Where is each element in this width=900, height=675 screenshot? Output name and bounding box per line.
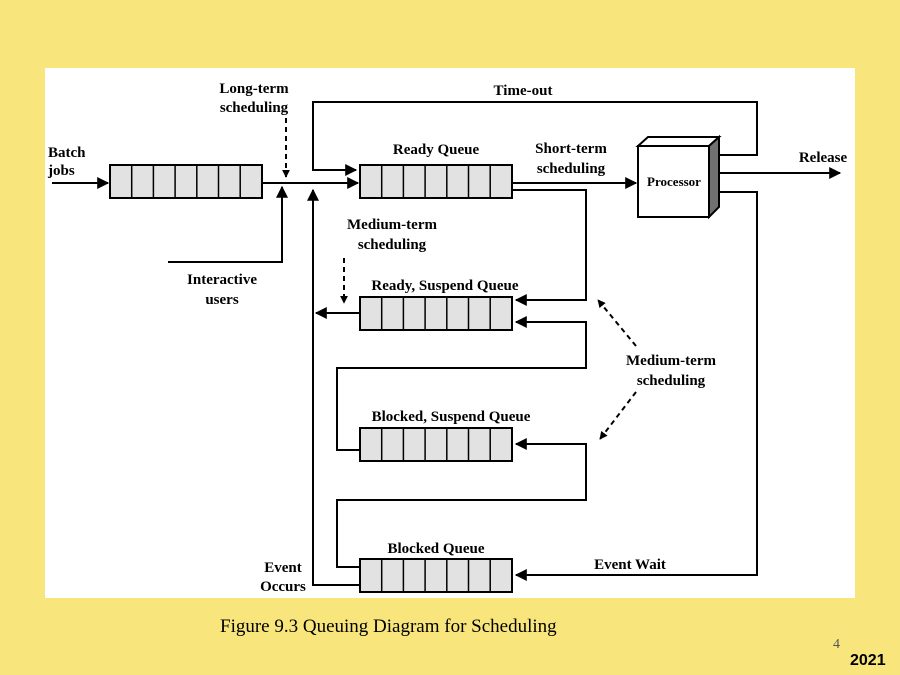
medium-term-up-dashed-arrow [597,299,637,347]
ready-suspend-queue [359,296,513,331]
time-out-label: Time-out [494,83,553,99]
interactive-users-arrow [168,185,288,263]
ready-queue-label: Ready Queue [393,142,480,158]
users-label: users [205,292,238,308]
event-wait-label: Event Wait [594,557,666,573]
medium-term-scheduling-label-b: scheduling [637,373,706,389]
slide-number: 4 [833,637,840,652]
figure-caption: Figure 9.3 Queuing Diagram for Schedulin… [220,616,557,637]
blocked-suspend-to-ready-suspend-arrow [336,316,587,451]
time-out-arrow [312,101,758,176]
batch-queue [109,164,263,199]
medium-term-scheduling-label-a: scheduling [358,237,427,253]
long-term-scheduling-label: scheduling [220,100,289,116]
blocked-to-blocked-suspend-arrow [336,438,587,568]
short-term-label: Short-term [535,141,607,157]
jobs-label: jobs [47,163,75,179]
ready-to-ready-suspend-arrow [512,189,587,306]
blocked-queue-label: Blocked Queue [387,541,484,557]
event-wait-arrow [514,191,758,581]
processor-label: Processor [647,174,701,189]
batch-label: Batch [48,145,86,161]
blocked-suspend-queue-label: Blocked, Suspend Queue [372,409,531,425]
blocked-suspend-queue [359,427,513,462]
interactive-label: Interactive [187,272,257,288]
medium-term-label-b: Medium-term [626,353,716,369]
release-label: Release [799,150,848,166]
event-occurs-arrow [307,188,360,586]
queuing-diagram: Long-term scheduling Time-out Batch jobs… [47,81,848,595]
figure-panel: Long-term scheduling Time-out Batch jobs… [45,68,855,598]
blocked-queue [359,558,513,593]
occurs-label: Occurs [260,579,306,595]
processor-box [635,134,722,220]
medium-term-down-dashed-arrow [599,391,637,440]
long-term-label: Long-term [219,81,289,97]
ready-suspend-queue-label: Ready, Suspend Queue [371,278,518,294]
ready-queue [359,164,513,199]
short-term-scheduling-label: scheduling [537,161,606,177]
event-label: Event [264,560,302,576]
year-label: 2021 [850,652,886,669]
medium-term-label-a: Medium-term [347,217,437,233]
